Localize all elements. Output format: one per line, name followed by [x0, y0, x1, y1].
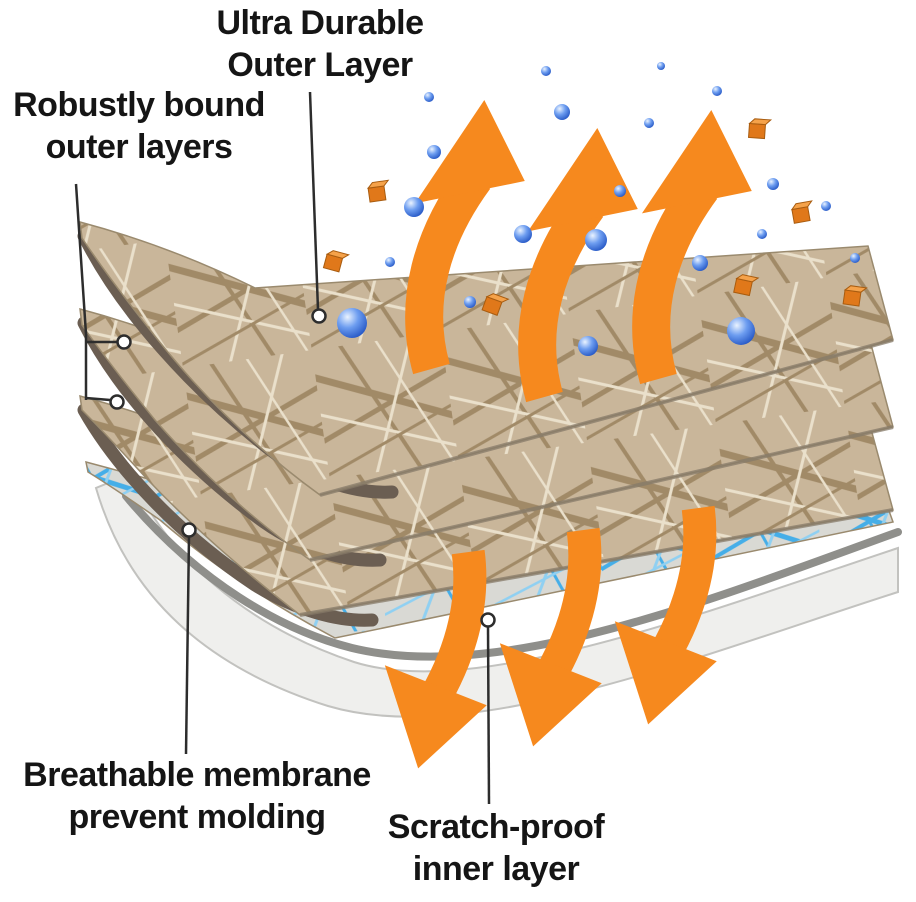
- droplet: [404, 197, 424, 217]
- leader-marker: [311, 308, 327, 324]
- fabric-layer-1: [77, 220, 894, 499]
- label-membrane: Breathable membrane prevent molding: [0, 754, 394, 838]
- label-membrane-line2: prevent molding: [68, 798, 326, 837]
- droplet: [757, 229, 767, 239]
- leader-membrane: [184, 535, 191, 755]
- droplet: [767, 178, 779, 190]
- label-inner-line2: inner layer: [412, 850, 580, 889]
- debris-cube: [748, 117, 772, 140]
- inner-layer-edge: [122, 492, 902, 661]
- leader-marker: [181, 522, 197, 538]
- label-bound-line1: Robustly bound: [13, 86, 265, 124]
- droplet: [712, 86, 722, 96]
- droplet: [821, 201, 831, 211]
- leader-marker: [109, 394, 125, 410]
- droplet: [337, 308, 367, 338]
- droplet: [514, 225, 532, 243]
- debris-cube: [322, 248, 350, 274]
- label-inner-layer: Scratch-proof inner layer: [352, 806, 640, 890]
- droplet: [578, 336, 598, 356]
- droplet: [614, 185, 626, 197]
- debris-cube: [790, 200, 816, 224]
- leader-inner-layer: [486, 625, 491, 805]
- droplet: [464, 296, 476, 308]
- leader-bound-layers: [74, 183, 117, 402]
- droplet: [541, 66, 551, 76]
- droplet: [850, 253, 860, 263]
- droplet: [657, 62, 665, 70]
- droplet: [692, 255, 708, 271]
- leader-outer-layer: [308, 91, 320, 311]
- droplet: [427, 145, 441, 159]
- label-outer-layer: Ultra Durable Outer Layer: [170, 2, 470, 86]
- droplet: [554, 104, 570, 120]
- droplet: [644, 118, 654, 128]
- label-membrane-line1: Breathable membrane: [23, 756, 371, 794]
- label-inner-line1: Scratch-proof: [387, 808, 605, 846]
- label-outer-line2: Outer Layer: [227, 46, 413, 85]
- label-outer-line1: Ultra Durable: [216, 4, 425, 42]
- leader-marker: [116, 334, 132, 350]
- debris-cube: [366, 179, 392, 203]
- leader-lines: [74, 91, 496, 805]
- droplet: [585, 229, 607, 251]
- droplet: [424, 92, 434, 102]
- leader-marker: [480, 612, 496, 628]
- label-bound-layers: Robustly bound outer layers: [0, 84, 280, 168]
- moisture-droplets: [337, 62, 860, 356]
- label-bound-line2: outer layers: [45, 128, 233, 167]
- droplet: [385, 257, 395, 267]
- droplet: [727, 317, 755, 345]
